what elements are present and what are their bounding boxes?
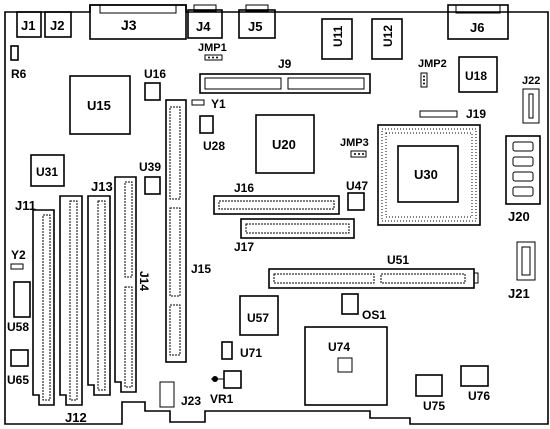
label-y1: Y1 <box>211 97 226 111</box>
label-u75: U75 <box>423 399 445 413</box>
connector-j5: J5 <box>238 4 276 39</box>
connector-j6: J6 <box>447 4 509 40</box>
label-u18: U18 <box>465 69 487 83</box>
oscillator-os1 <box>341 293 359 315</box>
label-u57: U57 <box>247 311 269 325</box>
connector-j19 <box>419 110 458 118</box>
connector-j1: J1 <box>16 11 42 38</box>
label-u20: U20 <box>272 137 296 152</box>
chip-u11 <box>321 18 353 60</box>
chip-u31 <box>30 154 65 187</box>
connector-j3: J3 <box>89 4 187 40</box>
label-u39: U39 <box>139 160 161 174</box>
label-jmp1: JMP1 <box>198 42 227 54</box>
chip-u58 <box>13 281 31 318</box>
connector-j23 <box>159 381 175 408</box>
chip-u39 <box>144 176 161 195</box>
label-j15: J15 <box>191 262 211 276</box>
connector-j21 <box>516 241 536 281</box>
label-j12: J12 <box>65 410 87 425</box>
label-j22: J22 <box>522 75 540 87</box>
connector-j17 <box>240 218 355 239</box>
chip-u28 <box>199 115 214 134</box>
regulator-vr1 <box>211 370 242 389</box>
connector-j20 <box>505 135 541 205</box>
label-j5: J5 <box>248 19 262 34</box>
connector-j4: J4 <box>187 4 223 39</box>
label-j14: J14 <box>137 271 151 291</box>
label-vr1: VR1 <box>210 392 234 406</box>
isa-slot-j11 <box>32 209 55 406</box>
label-j11: J11 <box>15 198 36 213</box>
slot-j15 <box>165 99 187 363</box>
label-u31: U31 <box>36 165 58 179</box>
label-u74: U74 <box>328 340 350 354</box>
label-j19: J19 <box>466 107 486 121</box>
chip-u75 <box>415 374 443 397</box>
chip-u47 <box>347 192 365 211</box>
label-os1: OS1 <box>362 308 386 322</box>
label-u65: U65 <box>7 373 29 387</box>
label-r6: R6 <box>11 67 27 81</box>
jumper-jmp3 <box>350 150 367 158</box>
label-u30: U30 <box>414 167 438 182</box>
chip-u20 <box>255 114 315 174</box>
crystal-y1 <box>191 99 205 106</box>
label-u47: U47 <box>346 179 368 193</box>
chip-u57 <box>239 295 279 336</box>
label-u12: U12 <box>381 25 395 47</box>
chip-u18 <box>458 56 498 93</box>
label-y2: Y2 <box>11 248 26 262</box>
label-j13: J13 <box>91 179 113 194</box>
connector-j22 <box>522 88 540 124</box>
connector-j9 <box>199 73 371 94</box>
label-j6: J6 <box>470 20 484 35</box>
chip-u12 <box>371 18 403 60</box>
jumper-jmp1 <box>204 54 223 61</box>
label-j3: J3 <box>121 17 137 33</box>
label-j2: J2 <box>50 18 64 33</box>
label-u58: U58 <box>7 320 29 334</box>
chip-u16 <box>144 82 161 101</box>
isa-slot-j14 <box>114 176 137 393</box>
isa-slot-j13 <box>87 195 111 396</box>
label-j21: J21 <box>508 286 530 301</box>
chip-u71 <box>221 341 233 360</box>
label-j1: J1 <box>21 18 35 33</box>
cpu-socket-u30 <box>377 124 481 226</box>
label-u71: U71 <box>240 346 262 360</box>
label-u11: U11 <box>331 25 345 47</box>
label-jmp2: JMP2 <box>418 58 447 70</box>
chip-u15 <box>69 75 131 135</box>
label-j9: J9 <box>278 57 292 71</box>
crystal-y2 <box>10 263 24 270</box>
isa-slot-j12 <box>59 195 83 406</box>
label-j20: J20 <box>508 209 530 224</box>
label-j4: J4 <box>196 19 211 34</box>
chip-u74 <box>304 326 388 406</box>
label-u16: U16 <box>144 67 166 81</box>
resistor-r6 <box>10 45 19 61</box>
jumper-jmp2 <box>420 72 428 88</box>
label-u76: U76 <box>468 389 490 403</box>
label-u51: U51 <box>387 253 409 267</box>
chip-u76 <box>460 365 489 387</box>
label-j16: J16 <box>234 181 254 195</box>
label-u15: U15 <box>87 98 111 113</box>
label-jmp3: JMP3 <box>340 137 369 149</box>
label-u28: U28 <box>203 139 225 153</box>
chip-u65 <box>10 349 29 367</box>
connector-j2: J2 <box>44 11 72 38</box>
label-j23: J23 <box>181 394 201 408</box>
label-j17: J17 <box>234 240 254 254</box>
connector-j16 <box>213 195 340 215</box>
slot-u51 <box>268 268 479 289</box>
